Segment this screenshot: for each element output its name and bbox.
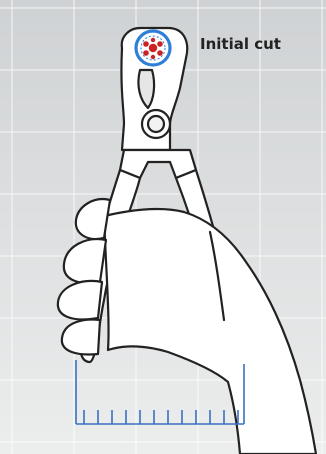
initial-cut-label: Initial cut xyxy=(200,35,281,53)
pivot-bolt-inner xyxy=(148,116,164,132)
cut-highlight xyxy=(136,31,170,65)
